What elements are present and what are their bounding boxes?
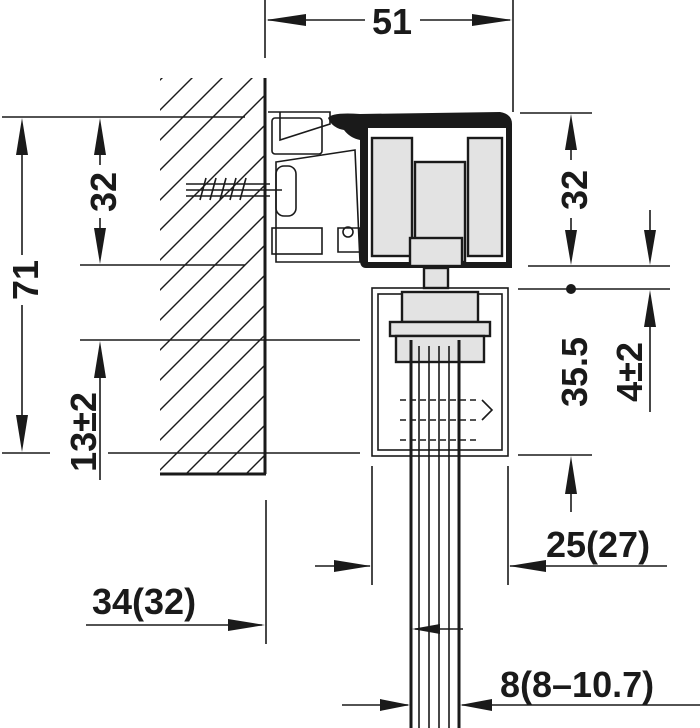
dim-bottom xyxy=(86,466,700,711)
bolt-stem xyxy=(422,266,450,290)
wall-bracket xyxy=(268,111,361,263)
wall-section xyxy=(160,78,267,476)
screw-icon xyxy=(186,177,282,201)
label-left-total-height: 71 xyxy=(5,260,46,300)
door-panel xyxy=(400,340,494,728)
label-left-upper-height: 32 xyxy=(83,172,124,212)
label-door-thickness: 8(8–10.7) xyxy=(500,664,654,705)
lower-rail xyxy=(371,287,509,457)
label-right-upper-height: 32 xyxy=(554,170,595,210)
dim-right xyxy=(518,112,670,512)
label-right-rail-height: 35.5 xyxy=(554,337,595,407)
label-wall-to-door: 34(32) xyxy=(92,581,196,622)
label-rail-width: 25(27) xyxy=(546,524,650,565)
dim-top-width xyxy=(264,0,514,112)
label-top-width: 51 xyxy=(372,1,412,42)
datum-point xyxy=(566,284,576,294)
top-profile xyxy=(328,112,512,268)
label-left-lower-adjust: 13±2 xyxy=(63,392,104,472)
label-right-adjust: 4±2 xyxy=(609,342,650,402)
dim-left xyxy=(2,116,360,480)
